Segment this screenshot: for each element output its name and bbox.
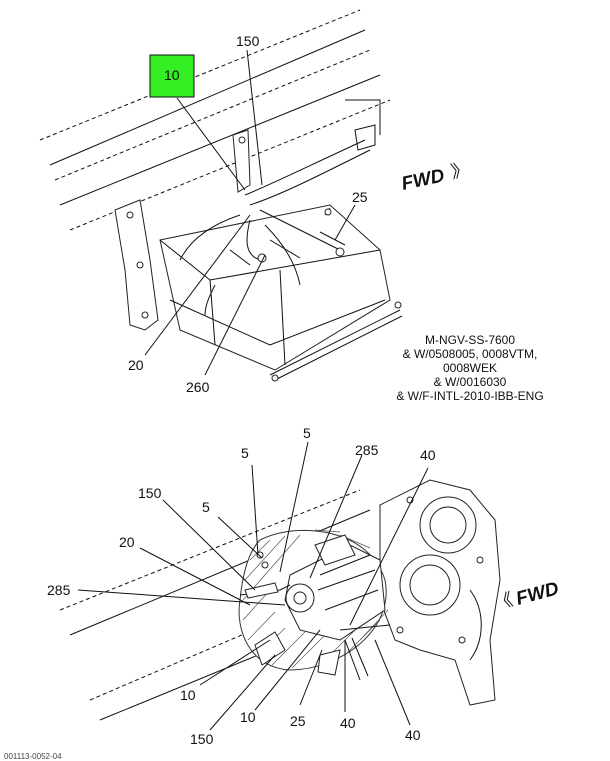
callout-25-bottom: 25 [290,713,306,729]
callout-10-b: 10 [240,709,256,725]
note-line-1: M-NGV-SS-7600 [425,333,515,347]
callout-40-c: 40 [405,727,421,743]
drawing-number: 001113-0052-04 [4,752,62,761]
fwd-label-bottom: FWD [514,578,561,610]
upper-bracket [232,129,251,193]
fwd-label-top: FWD [400,165,447,195]
top-view [39,9,403,382]
callout-10-highlight: 10 [164,67,180,83]
callout-10-a: 10 [180,687,196,703]
callout-40-b: 40 [340,715,356,731]
callout-20: 20 [128,357,144,373]
note-line-2: & W/0508005, 0008VTM, [403,347,538,361]
callout-20: 20 [119,534,135,550]
callout-260: 260 [186,379,210,395]
note-line-5: & W/F-INTL-2010-IBB-ENG [396,389,543,403]
callout-5-c: 5 [202,499,210,515]
highlighted-callout-box [149,54,195,98]
callout-5-b: 5 [303,425,311,441]
callout-40-a: 40 [420,447,436,463]
callout-150-a: 150 [138,485,162,501]
applicability-note: M-NGV-SS-7600 & W/0508005, 0008VTM, 0008… [396,333,543,403]
fwd-indicator-top: FWD [400,162,460,195]
callout-25: 25 [352,189,368,205]
callout-285-b: 285 [47,582,71,598]
bottom-view [59,441,501,731]
note-line-3: 0008WEK [443,361,497,375]
callout-150: 150 [236,33,260,49]
callout-5-a: 5 [241,445,249,461]
fwd-indicator-bottom: FWD [503,578,561,610]
note-line-4: & W/0016030 [434,375,507,389]
callout-285-a: 285 [355,442,379,458]
callout-150-b: 150 [190,731,214,747]
battery-box [159,204,391,371]
